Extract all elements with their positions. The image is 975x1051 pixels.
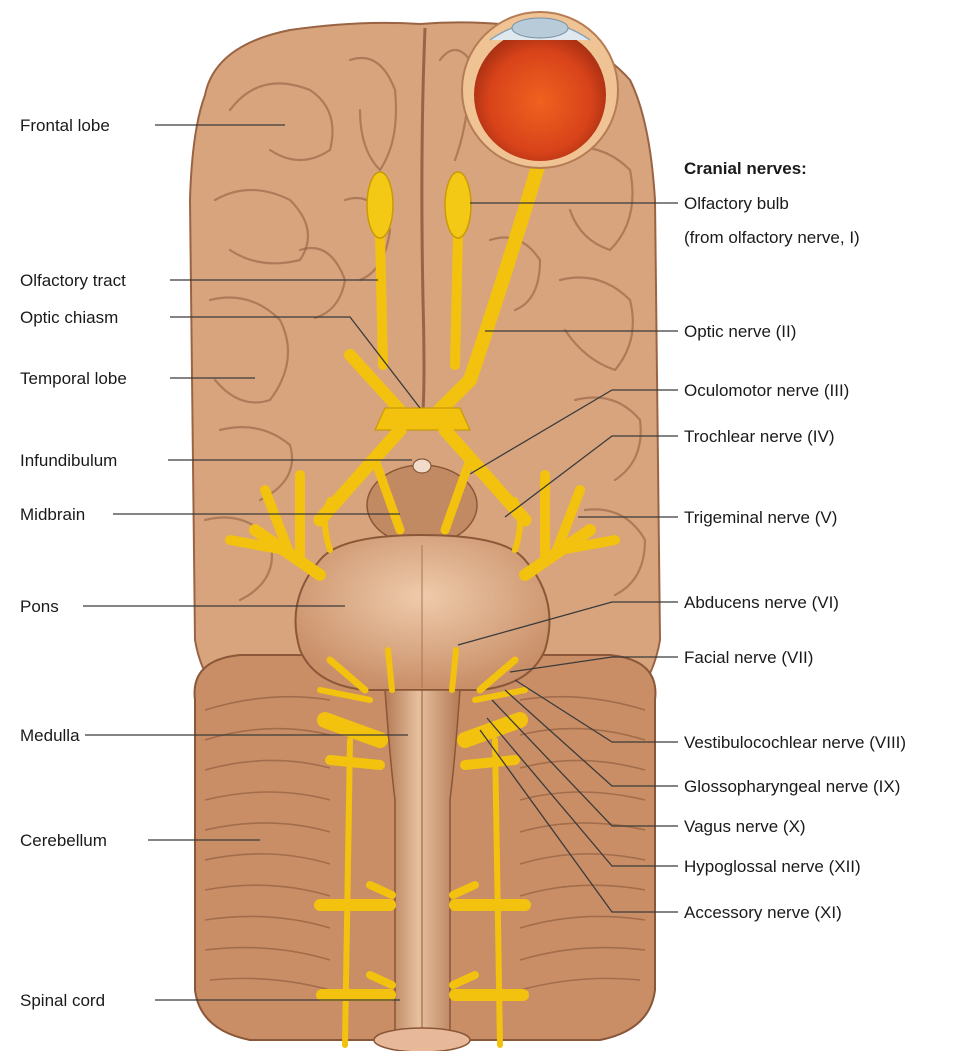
label-abducens-nerve: Abducens nerve (VI) bbox=[684, 593, 839, 612]
label-optic-nerve: Optic nerve (II) bbox=[684, 322, 796, 341]
label-spinal-cord: Spinal cord bbox=[20, 991, 105, 1010]
label-midbrain: Midbrain bbox=[20, 505, 85, 524]
label-trochlear-nerve: Trochlear nerve (IV) bbox=[684, 427, 835, 446]
label-vagus-nerve: Vagus nerve (X) bbox=[684, 817, 806, 836]
label-facial-nerve: Facial nerve (VII) bbox=[684, 648, 813, 667]
infundibulum-shape bbox=[413, 459, 431, 473]
label-olfactory-bulb: Olfactory bulb bbox=[684, 194, 789, 213]
label-vestibulocochlear-nerve: Vestibulocochlear nerve (VIII) bbox=[684, 733, 906, 752]
left-labels: Frontal lobe Olfactory tract Optic chias… bbox=[20, 116, 127, 1010]
eyeball-illustration bbox=[462, 12, 618, 168]
label-hypoglossal-nerve: Hypoglossal nerve (XII) bbox=[684, 857, 861, 876]
label-olfactory-bulb-sub: (from olfactory nerve, I) bbox=[684, 228, 860, 247]
label-cerebellum: Cerebellum bbox=[20, 831, 107, 850]
optic-chiasm-shape bbox=[375, 408, 470, 430]
label-medulla: Medulla bbox=[20, 726, 80, 745]
label-infundibulum: Infundibulum bbox=[20, 451, 117, 470]
label-trigeminal-nerve: Trigeminal nerve (V) bbox=[684, 508, 837, 527]
label-optic-chiasm: Optic chiasm bbox=[20, 308, 118, 327]
label-frontal-lobe: Frontal lobe bbox=[20, 116, 110, 135]
spinal-cord-cross-section bbox=[374, 1028, 470, 1051]
label-glossopharyngeal-nerve: Glossopharyngeal nerve (IX) bbox=[684, 777, 900, 796]
olfactory-bulb-right bbox=[445, 172, 471, 238]
label-temporal-lobe: Temporal lobe bbox=[20, 369, 127, 388]
label-oculomotor-nerve: Oculomotor nerve (III) bbox=[684, 381, 849, 400]
label-pons: Pons bbox=[20, 597, 59, 616]
right-labels: Cranial nerves: Olfactory bulb (from olf… bbox=[684, 159, 906, 922]
label-accessory-nerve: Accessory nerve (XI) bbox=[684, 903, 842, 922]
cranial-nerves-heading: Cranial nerves: bbox=[684, 159, 807, 178]
label-olfactory-tract: Olfactory tract bbox=[20, 271, 126, 290]
olfactory-bulb-left bbox=[367, 172, 393, 238]
